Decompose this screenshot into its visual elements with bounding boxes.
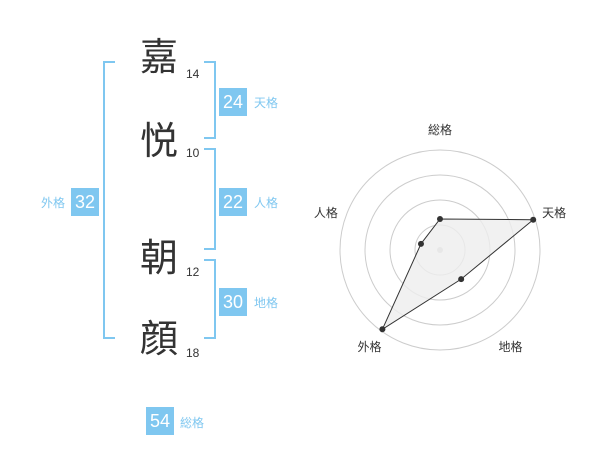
chikaku-bracket xyxy=(204,259,216,339)
gaikaku-label: 外格 xyxy=(41,196,66,210)
soukaku-value: 54 xyxy=(146,407,174,435)
radar-point-0 xyxy=(437,216,443,222)
soukaku-label: 総格 xyxy=(180,416,205,430)
stroke-count-2: 10 xyxy=(186,146,200,160)
stroke-count-3: 12 xyxy=(186,265,200,279)
name-char-3: 朝 xyxy=(140,236,179,280)
radar-ring-3 xyxy=(364,174,516,326)
radar-point-3 xyxy=(379,326,386,333)
radar-point-2 xyxy=(458,276,465,283)
radar-ring-4 xyxy=(339,149,541,351)
radar-axis-label-1: 天格 xyxy=(542,205,566,220)
radar-point-1 xyxy=(530,216,537,223)
chikaku-value: 30 xyxy=(219,288,247,316)
jinkaku-label: 人格 xyxy=(254,196,279,210)
chikaku-label: 地格 xyxy=(254,296,279,310)
jinkaku-value: 22 xyxy=(219,188,247,216)
radar-axis-label-0: 総格 xyxy=(428,122,452,137)
radar-axis-label-4: 人格 xyxy=(314,205,338,220)
radar-axis-label-2: 地格 xyxy=(499,339,523,354)
tenkaku-value: 24 xyxy=(219,88,247,116)
tenkaku-bracket xyxy=(204,61,216,139)
gaikaku-value: 32 xyxy=(71,188,99,216)
name-char-1: 嘉 xyxy=(140,35,179,79)
radar-axis-label-3: 外格 xyxy=(357,339,381,354)
jinkaku-bracket xyxy=(204,148,216,250)
tenkaku-label: 天格 xyxy=(254,96,279,110)
name-char-2: 悦 xyxy=(140,119,179,163)
gaikaku-bracket xyxy=(103,61,115,339)
stroke-count-1: 14 xyxy=(186,67,200,81)
stroke-count-4: 18 xyxy=(186,346,200,360)
name-char-4: 顔 xyxy=(140,317,179,361)
radar-point-4 xyxy=(417,240,424,247)
